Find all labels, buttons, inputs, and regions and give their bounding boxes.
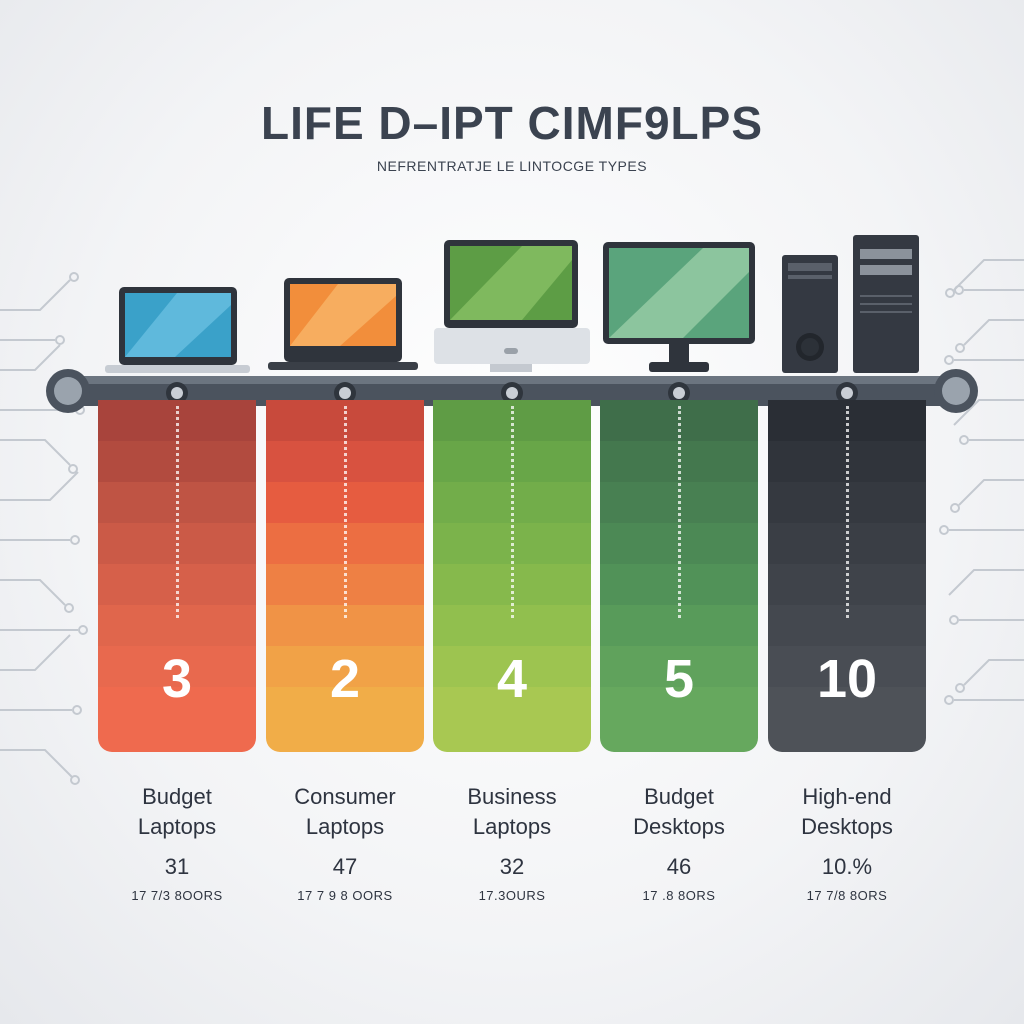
secondary-value: 32 (499, 854, 525, 879)
category-label-line: Desktops (633, 814, 725, 839)
bar-stripe (433, 646, 591, 687)
rail-node-center (506, 387, 518, 399)
circuit-decoration-left (0, 272, 88, 785)
laptop-icon (268, 278, 418, 370)
bar-dotted-line (176, 406, 179, 618)
category-label-line: Laptops (472, 814, 552, 839)
secondary-value: 10.% (821, 854, 873, 879)
circuit-decoration-right (939, 259, 1024, 705)
bar-value-label: 10 (816, 649, 878, 709)
bar-stripe (266, 646, 424, 687)
category-label-line: Desktops (801, 814, 893, 839)
rail-node-center (673, 387, 685, 399)
bar-dotted-line (678, 406, 681, 618)
bar-highend-desktops: 10 (768, 400, 926, 752)
category-label-line: Laptops (305, 814, 385, 839)
secondary-value: 46 (666, 854, 692, 879)
bar-business-laptops: 4 (433, 400, 591, 752)
secondary-value: 47 (332, 854, 358, 879)
bar-stripe (98, 646, 256, 687)
bar-value-label: 2 (329, 649, 361, 709)
monitor-icon (434, 240, 590, 372)
bar-dotted-line (846, 406, 849, 618)
bar-stripe (266, 687, 424, 752)
category-label-line: High-end (802, 784, 892, 809)
bar-consumer-laptops: 2 (266, 400, 424, 752)
secondary-unit: 17 7/3 8OORS (131, 888, 223, 903)
category-label-line: Consumer (294, 784, 396, 809)
bar-value-label: 4 (496, 649, 528, 709)
chart-subtitle: NEFRENTRATJE LE LINTOCGE TYPES (376, 158, 648, 174)
desktop-tower-icon (782, 235, 919, 373)
category-label-line: Budget (644, 784, 714, 809)
secondary-unit: 17 .8 8ORS (642, 888, 716, 903)
category-label-line: Laptops (137, 814, 217, 839)
bar-value-label: 5 (663, 649, 695, 709)
bar-budget-desktops: 5 (600, 400, 758, 752)
bar-dotted-line (344, 406, 347, 618)
category-label-line: Budget (142, 784, 212, 809)
bar-budget-laptops: 3 (98, 400, 256, 752)
timeline-rail (46, 369, 978, 413)
secondary-unit: 17 7 9 8 OORS (297, 888, 393, 903)
secondary-unit: 17 7/8 8ORS (806, 888, 888, 903)
laptop-icon (105, 287, 250, 373)
monitor-icon (603, 242, 755, 372)
bar-stripe (768, 687, 926, 752)
bar-stripe (768, 646, 926, 687)
rail-node-center (171, 387, 183, 399)
secondary-value: 31 (164, 854, 190, 879)
rail-node-center (841, 387, 853, 399)
rail-node-center (339, 387, 351, 399)
bar-stripe (600, 646, 758, 687)
bar-dotted-line (511, 406, 514, 618)
category-label-line: Business (467, 784, 557, 809)
bar-value-label: 3 (161, 649, 193, 709)
secondary-unit: 17.3OURS (478, 888, 546, 903)
chart-title: LIFE D–IPT CIMF9LPS (260, 97, 764, 149)
bar-stripe (600, 687, 758, 752)
bar-stripe (98, 687, 256, 752)
bar-stripe (433, 687, 591, 752)
